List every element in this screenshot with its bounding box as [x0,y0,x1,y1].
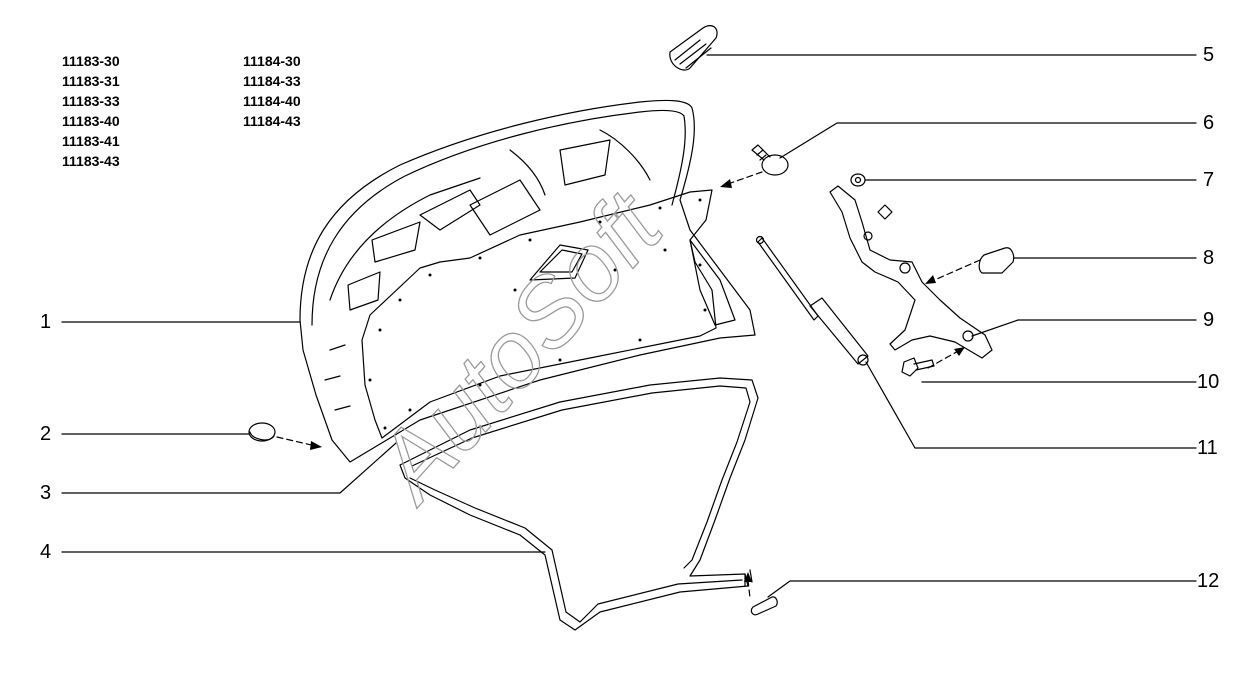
watermark: AutoSoft [352,171,685,524]
clip-part-6 [751,144,789,176]
callout-9: 9 [1203,309,1215,331]
model-codes-right: 11184-30 11184-33 11184-40 11184-43 [243,51,301,131]
plug-part-2 [248,422,276,442]
model-code: 11184-40 [243,93,301,109]
model-code: 11183-40 [62,113,120,129]
buffer-part-5 [669,25,718,71]
trunk-seal [399,377,759,631]
trunk-lid-lining [361,189,717,439]
callout-3: 3 [40,482,52,504]
leader-lines [61,54,1197,598]
assembly-arrows [276,171,981,599]
model-code: 11183-41 [62,133,120,149]
callout-7: 7 [1203,169,1215,191]
callout-12: 12 [1197,570,1220,592]
model-code: 11183-30 [62,53,120,69]
model-codes-left: 11183-30 11183-31 11183-33 11183-40 1118… [62,51,120,171]
callout-8: 8 [1203,247,1215,269]
callout-10: 10 [1197,371,1220,393]
callout-2: 2 [40,423,52,445]
callout-5: 5 [1203,44,1215,66]
nut-part-7 [850,173,866,187]
callout-1: 1 [40,311,52,333]
model-code: 11184-43 [243,113,301,129]
trunk-lid [299,99,756,463]
watermark-text: AutoSoft [353,171,684,522]
arrow-heads [310,179,965,582]
model-code: 11183-31 [62,73,120,89]
sleeve-part-12 [750,596,778,616]
callout-11: 11 [1197,437,1218,459]
pad-part-8 [978,247,1015,274]
model-code: 11184-30 [243,53,301,69]
model-code: 11184-33 [243,73,301,89]
callout-4: 4 [40,541,52,563]
lining-clip-holes [368,198,707,430]
callout-6: 6 [1203,112,1215,134]
gas-strut-part-11 [755,235,869,366]
model-code: 11183-43 [62,153,120,169]
model-code: 11183-33 [62,93,120,109]
hinge-part-9 [829,185,993,359]
